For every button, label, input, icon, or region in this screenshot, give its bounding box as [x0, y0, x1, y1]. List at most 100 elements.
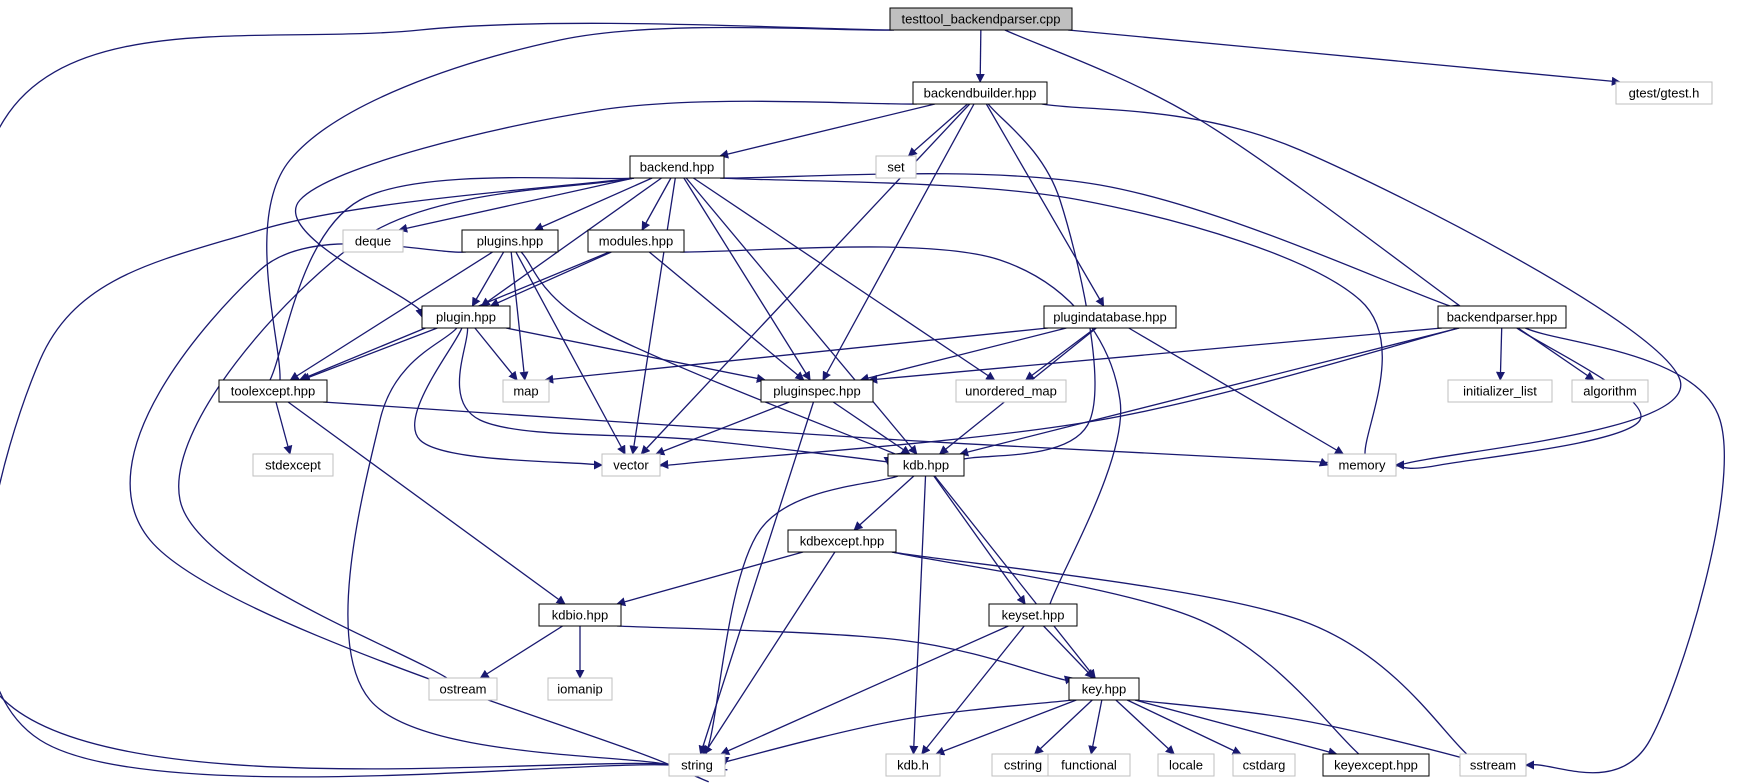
edge-plugin-to-toolexcept — [300, 327, 438, 382]
node-box — [1322, 753, 1430, 777]
node-label: keyset.hpp — [1002, 608, 1065, 623]
edge-backend-to-plugin — [480, 177, 662, 307]
node-label: map — [513, 384, 538, 399]
node-iomanip: iomanip — [547, 677, 613, 701]
node-box — [1068, 677, 1140, 701]
edge-line — [693, 177, 996, 381]
node-label: plugins.hpp — [477, 234, 544, 249]
node-stdexcept: stdexcept — [252, 453, 334, 477]
edge-line — [868, 327, 1443, 384]
edge-pluginspec-to-string — [698, 401, 815, 755]
edge-plugins-to-string — [129, 243, 709, 783]
node-set: set — [875, 155, 917, 179]
node-box — [787, 529, 897, 553]
node-label: unordered_map — [965, 384, 1057, 399]
edge-kdbexcept-to-sstream — [891, 551, 1482, 767]
edge-plugindatabase-to-pluginspec — [859, 327, 1067, 383]
node-gtest: gtest/gtest.h — [1615, 81, 1713, 105]
edge-backendbuilder-to-kdb_hpp — [951, 103, 1096, 466]
edge-kdbexcept-to-string — [703, 551, 836, 755]
node-box — [875, 155, 917, 179]
node-label: gtest/gtest.h — [1629, 86, 1700, 101]
node-box — [889, 7, 1073, 31]
edge-line — [474, 327, 518, 381]
node-deque: deque — [342, 229, 404, 253]
node-ostream: ostream — [428, 677, 498, 701]
node-kdbio[interactable]: kdbio.hpp — [538, 603, 622, 627]
node-label: backend.hpp — [640, 160, 714, 175]
node-label: kdb.h — [897, 758, 929, 773]
edge-backendbuilder-to-set — [907, 103, 968, 157]
edge-line — [1395, 327, 1642, 470]
node-box — [342, 229, 404, 253]
edge-line — [641, 177, 672, 231]
node-keyset[interactable]: keyset.hpp — [988, 603, 1078, 627]
edge-line — [1004, 29, 1480, 321]
node-box — [538, 603, 622, 627]
node-box — [421, 305, 511, 329]
node-label: kdb.hpp — [903, 458, 949, 473]
node-label: stdexcept — [265, 458, 321, 473]
node-kdb-hpp[interactable]: kdb.hpp — [887, 453, 965, 477]
edge-plugins-to-map — [510, 251, 529, 381]
edge-line — [822, 103, 975, 381]
edge-line — [544, 327, 1049, 384]
edge-keyset-to-string — [720, 625, 1009, 755]
edge-line — [921, 625, 1025, 755]
edge-line — [1041, 103, 1682, 472]
edge-line — [510, 251, 529, 381]
node-modules[interactable]: modules.hpp — [587, 229, 685, 253]
edge-plugin-to-map — [474, 327, 518, 381]
edge-root-to-toolexcept — [266, 26, 895, 397]
edge-root-to-backendbuilder — [975, 29, 985, 83]
edge-line — [951, 103, 1096, 466]
edge-kdb_hpp-to-keyset — [933, 475, 1026, 605]
node-box — [587, 229, 685, 253]
node-box — [760, 379, 874, 403]
node-label: kdbexcept.hpp — [800, 534, 885, 549]
edge-backendbuilder-to-pluginspec — [822, 103, 975, 381]
node-key[interactable]: key.hpp — [1068, 677, 1140, 701]
node-plugins[interactable]: plugins.hpp — [461, 229, 559, 253]
edge-line — [505, 327, 766, 383]
node-plugin[interactable]: plugin.hpp — [421, 305, 511, 329]
edge-kdbio-to-ostream — [479, 625, 563, 679]
edge-toolexcept-to-kdbio — [287, 401, 566, 605]
node-sstream: sstream — [1459, 753, 1527, 777]
node-label: modules.hpp — [599, 234, 673, 249]
edge-plugins-to-toolexcept — [289, 251, 493, 381]
edge-line — [295, 100, 918, 322]
node-box — [1615, 81, 1713, 105]
node-keyexcept[interactable]: keyexcept.hpp — [1322, 753, 1430, 777]
edge-line — [266, 26, 895, 397]
node-plugindatabase[interactable]: plugindatabase.hpp — [1043, 305, 1177, 329]
edge-line — [1034, 699, 1093, 755]
node-backendparser[interactable]: backendparser.hpp — [1437, 305, 1567, 329]
node-backend[interactable]: backend.hpp — [629, 155, 725, 179]
node-label: testtool_backendparser.cpp — [902, 12, 1061, 27]
node-pluginspec[interactable]: pluginspec.hpp — [760, 379, 874, 403]
edge-backendparser-to-memory — [1395, 327, 1642, 470]
node-kdbexcept[interactable]: kdbexcept.hpp — [787, 529, 897, 553]
edge-key-to-cstdarg — [1126, 699, 1242, 755]
edge-backend-to-vector — [629, 177, 676, 455]
edge-line — [1134, 699, 1338, 757]
edge-line — [703, 551, 836, 755]
edge-backendbuilder-to-memory — [1041, 103, 1682, 472]
edge-line — [959, 327, 1460, 457]
edge-line — [648, 251, 805, 381]
edge-line — [934, 475, 1096, 679]
node-root[interactable]: testtool_backendparser.cpp — [889, 7, 1073, 31]
node-backendbuilder[interactable]: backendbuilder.hpp — [912, 81, 1048, 105]
node-box — [252, 453, 334, 477]
edge-line — [933, 475, 1026, 605]
node-label: sstream — [1470, 758, 1516, 773]
edge-pluginspec-to-vector — [655, 401, 790, 456]
edge-line — [859, 327, 1067, 383]
edge-line — [616, 551, 804, 607]
node-box — [461, 229, 559, 253]
edge-line — [1126, 699, 1242, 755]
node-toolexcept[interactable]: toolexcept.hpp — [218, 379, 328, 403]
edge-kdb_hpp-to-key — [934, 475, 1096, 679]
